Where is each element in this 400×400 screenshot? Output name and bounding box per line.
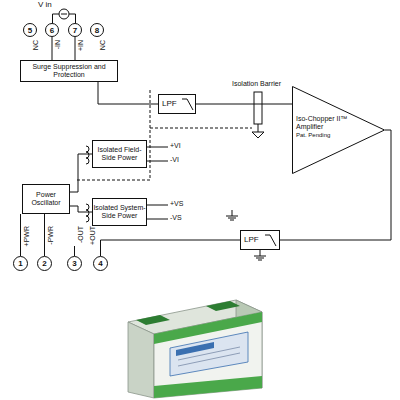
isolation-barrier xyxy=(254,92,262,124)
supply-name: -VS xyxy=(170,214,182,222)
box-label: Surge Suppression and Protection xyxy=(21,63,117,78)
signal-name: V in xyxy=(38,1,52,10)
module-label xyxy=(178,347,240,366)
amplifier-triangle: Iso-Chopper II™ AmplifierPat. Pending xyxy=(292,86,385,174)
pin-name: +IN xyxy=(77,40,85,51)
box-label: LPF xyxy=(162,100,177,109)
signal-wire xyxy=(70,206,92,212)
signal-wire xyxy=(196,104,292,105)
signal-wire xyxy=(75,37,76,60)
barrier-label: Isolation Barrier xyxy=(232,80,281,88)
module-band xyxy=(154,376,262,398)
oscillator-box: Power Oscillator xyxy=(22,184,70,214)
box-label: Isolated Field-Side Power xyxy=(93,146,146,161)
ground-wire xyxy=(258,124,259,132)
ground-symbol xyxy=(226,210,238,220)
power-box: Isolated Field-Side Power xyxy=(92,140,147,168)
pin-name: NC xyxy=(32,40,40,50)
filter-symbol xyxy=(182,99,193,110)
transformer-coil xyxy=(86,204,89,222)
power-wire xyxy=(147,205,168,219)
signal-wire xyxy=(52,37,53,60)
signal-wire xyxy=(44,214,45,256)
pin-circle: 2 xyxy=(37,256,52,271)
pin-number: 8 xyxy=(95,26,99,35)
filter-box: LPF xyxy=(240,230,280,250)
pin-name: +OUT xyxy=(89,226,97,245)
signal-wire xyxy=(20,214,21,256)
box-label: Power Oscillator xyxy=(23,191,69,206)
filter-symbol xyxy=(265,235,276,246)
amplifier-name: Pat. Pending xyxy=(296,132,356,139)
pin-circle: 4 xyxy=(93,256,108,271)
pin-circle: 1 xyxy=(13,256,28,271)
pin-number: 5 xyxy=(28,26,32,35)
signal-wire xyxy=(70,154,92,192)
amplifier-name: Iso-Chopper II™ Amplifier xyxy=(296,115,356,131)
source-symbol xyxy=(59,9,69,19)
filter-box: LPF xyxy=(158,94,196,114)
pin-number: 2 xyxy=(42,259,46,268)
signal-wire xyxy=(280,130,391,240)
amplifier-text: Iso-Chopper II™ AmplifierPat. Pending xyxy=(296,115,356,139)
output-wire xyxy=(74,246,75,256)
ground-symbol xyxy=(252,132,264,138)
box-label: LPF xyxy=(244,236,259,245)
pin-name: NC xyxy=(99,40,107,50)
pin-number: 7 xyxy=(73,26,77,35)
source-symbol xyxy=(61,14,67,15)
product-photo xyxy=(128,300,262,398)
transformer-coil xyxy=(86,146,89,164)
terminal-block xyxy=(206,301,240,311)
module-band xyxy=(154,312,262,344)
isolation-boundary xyxy=(76,90,252,180)
protection-box: Surge Suppression and Protection xyxy=(20,60,118,82)
module-top xyxy=(128,300,262,334)
signal-wire xyxy=(101,240,241,256)
supply-name: -VI xyxy=(170,156,179,164)
module-front xyxy=(154,312,262,398)
pin-number: 4 xyxy=(98,259,102,268)
pin-circle: 7 xyxy=(68,23,82,37)
amplifier-outline xyxy=(293,87,385,174)
input-wire xyxy=(53,14,76,23)
pin-circle: 8 xyxy=(90,23,104,37)
supply-name: +VS xyxy=(170,200,183,208)
module-side xyxy=(236,300,262,388)
pin-name: -PWR xyxy=(47,226,55,245)
pin-circle: 3 xyxy=(67,256,82,271)
module-label xyxy=(170,332,248,376)
pin-number: 1 xyxy=(18,259,22,268)
pin-name: -OUT xyxy=(77,226,85,243)
ground-symbol xyxy=(254,250,266,260)
box-label: Isolated System-Side Power xyxy=(93,204,146,219)
supply-name: +VI xyxy=(170,142,181,150)
module-end xyxy=(128,322,154,398)
pin-number: 6 xyxy=(50,26,54,35)
pin-number: 3 xyxy=(72,259,76,268)
power-wire xyxy=(147,147,168,161)
pin-name: -IN xyxy=(54,40,62,49)
pin-circle: 5 xyxy=(23,23,37,37)
signal-wire xyxy=(98,82,158,104)
pin-name: +PWR xyxy=(23,226,31,246)
power-box: Isolated System-Side Power xyxy=(92,198,147,226)
module-label xyxy=(176,342,214,356)
terminal-block xyxy=(136,315,170,325)
pin-circle: 6 xyxy=(45,23,59,37)
